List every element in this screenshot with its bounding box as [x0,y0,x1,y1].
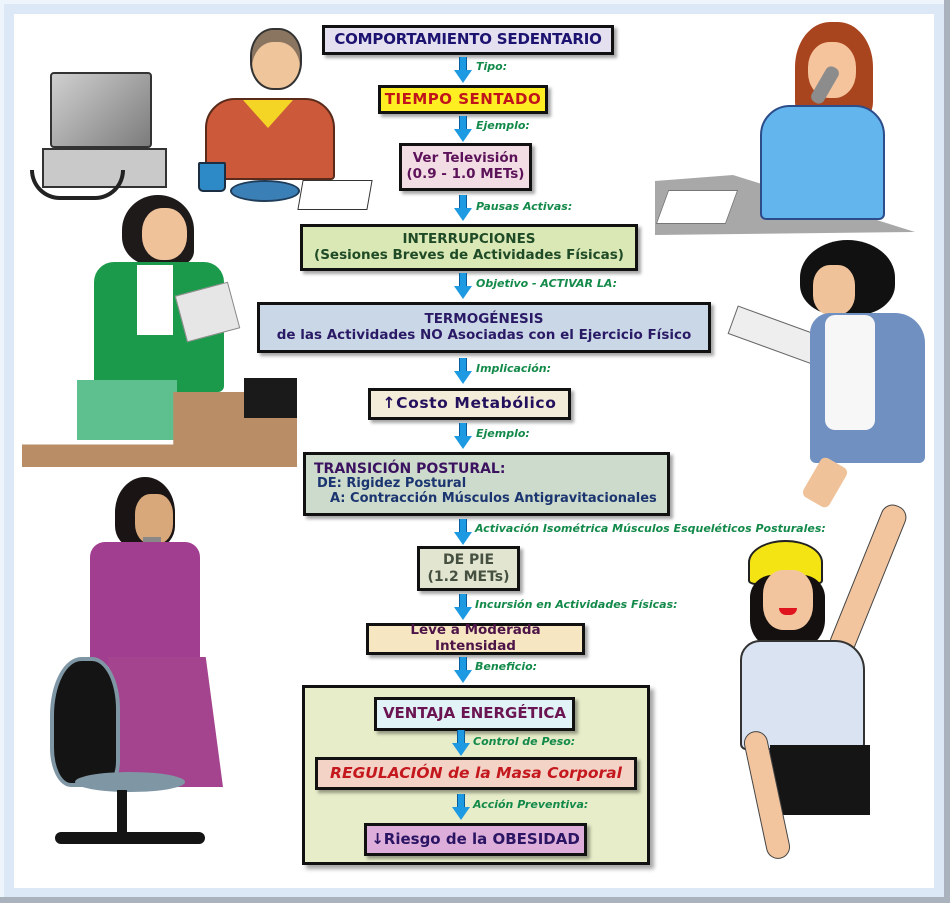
arrow-down-icon [454,594,472,620]
edge-label-beneficio: Beneficio: [475,660,538,673]
donut-plate-icon [230,180,300,202]
edge-label-ejemplo: Ejemplo: [476,119,530,132]
woman-green-skirt [77,380,177,440]
edge-label-accion-preventiva: Acción Preventiva: [473,798,589,811]
woman-head [250,28,302,90]
illustration-woman-blue-jacket [725,235,930,520]
node-interrupciones: INTERRUPCIONES (Sesiones Breves de Activ… [300,224,638,271]
woman-white-top [825,315,875,430]
node-text: VENTAJA ENERGÉTICA [382,704,567,723]
illustration-woman-hard-hat [730,470,935,880]
node-text-line2: de las Actividades NO Asociadas con el E… [276,326,692,343]
node-text: TIEMPO SENTADO [384,89,542,108]
node-text-line1: Ver Televisión [412,150,519,167]
woman-face [142,208,187,260]
edge-label-activacion-isometrica: Activación Isométrica Músculos Esqueléti… [475,522,826,535]
node-text-line2: (0.9 - 1.0 METs) [406,166,525,182]
node-termogenesis: TERMOGÉNESIS de las Actividades NO Asoci… [257,302,711,353]
woman-blue-dress [760,105,885,220]
arrow-down-icon [454,57,472,83]
node-costo-metabolico: ↑ Costo Metabólico [368,388,571,420]
node-text-line1: INTERRUPCIONES [402,230,536,247]
arrow-down-icon [454,116,472,142]
woman-white-blouse [137,265,173,335]
woman-purple-jacket [90,542,200,667]
office-chair-back [50,657,120,787]
node-text: Costo Metabólico [396,394,557,413]
node-riesgo-obesidad: ↓ Riesgo de la OBESIDAD [364,823,587,856]
edge-label-objetivo: Objetivo - ACTIVAR LA: [476,277,617,290]
paper-sheets-icon [297,180,373,210]
node-ventaja-energetica: VENTAJA ENERGÉTICA [374,697,575,731]
edge-label-pausas-activas: Pausas Activas: [476,200,573,213]
arrow-down-icon [454,423,472,449]
node-text: REGULACIÓN de la Masa Corporal [330,763,622,782]
edge-label-control-peso: Control de Peso: [473,735,576,748]
node-ver-television: Ver Televisión (0.9 - 1.0 METs) [399,143,532,191]
node-text-line2: (1.2 METs) [427,568,510,585]
office-chair-seat [75,772,185,792]
illustration-woman-purple-suit [40,472,280,877]
office-chair-base [55,832,205,844]
edge-label-ejemplo-2: Ejemplo: [476,427,530,440]
woman-face [135,494,173,544]
up-arrow-icon: ↑ [382,394,397,413]
node-text: Leve a Moderada Intensidad [410,622,541,654]
arrow-down-icon [454,358,472,384]
desk-dark [244,378,297,418]
arrow-down-icon [454,519,472,545]
node-de-pie: DE PIE (1.2 METs) [417,546,520,591]
woman-black-skirt [770,745,870,815]
raised-arm [825,500,911,660]
node-leve-moderada-intensidad: Leve a Moderada Intensidad [366,623,585,655]
node-regulacion-masa-corporal: REGULACIÓN de la Masa Corporal [315,757,637,790]
node-text: Riesgo de la OBESIDAD [383,829,580,848]
paper-icon [655,190,739,224]
edge-label-implicacion: Implicación: [476,362,551,375]
paper-icon [727,305,823,365]
illustration-woman-on-phone [650,20,920,240]
node-text-line1: DE PIE [442,552,495,569]
woman-smile [779,608,797,615]
illustration-woman-green-jacket [22,190,302,470]
woman-purple-skirt [108,657,223,787]
node-tiempo-sentado: TIEMPO SENTADO [378,85,548,114]
node-text-line2: (Sesiones Breves de Actividades Físicas) [314,246,624,263]
arrow-down-icon [454,195,472,221]
woman-face [813,265,855,315]
edge-label-incursion: Incursión en Actividades Físicas: [475,598,678,611]
down-arrow-icon: ↓ [371,829,384,848]
woman-face [763,570,813,630]
node-transicion-postural: TRANSICIÓN POSTURAL: DE: Rigidez Postura… [303,452,670,516]
node-comportamiento-sedentario: COMPORTAMIENTO SEDENTARIO [322,25,614,55]
office-chair-post [117,790,127,835]
computer-monitor-icon [50,72,152,148]
arrow-down-icon [454,273,472,299]
illustration-woman-at-computer [25,20,375,220]
arrow-down-icon [454,657,472,683]
node-text-line1: TRANSICIÓN POSTURAL: [314,461,506,478]
node-text-line3: A: Contracción Músculos Antigravitaciona… [330,491,657,507]
edge-label-tipo: Tipo: [476,60,508,73]
coffee-mug-icon [198,162,226,192]
node-text-line1: TERMOGÉNESIS [424,310,544,327]
node-text-line2: DE: Rigidez Postural [317,476,467,492]
arrow-down-icon [452,794,470,820]
arrow-down-icon [452,730,470,756]
node-text: COMPORTAMIENTO SEDENTARIO [334,30,602,49]
